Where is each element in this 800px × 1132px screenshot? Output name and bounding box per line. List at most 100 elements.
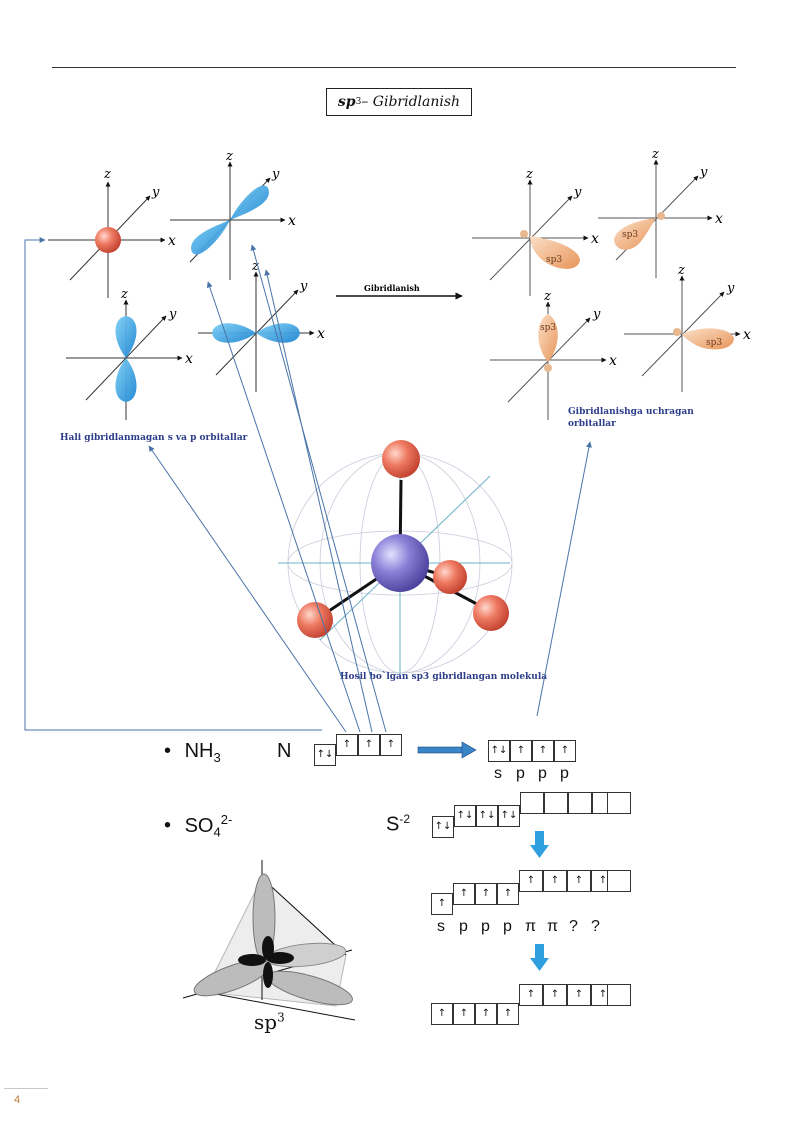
- title-exponent: 3: [355, 97, 362, 107]
- axis-y-label: y: [699, 165, 708, 180]
- axis-y-label: y: [299, 279, 308, 294]
- axis-z-label: z: [651, 147, 659, 162]
- caption-hybridized-2: orbitallar: [568, 419, 616, 429]
- nh3-atom-label: N: [277, 740, 292, 762]
- orbital-box: ↑: [453, 1003, 475, 1025]
- title-sp: sp: [337, 94, 356, 110]
- orbital-box: ↑: [554, 740, 576, 762]
- molecule-ligand-atom-top: [382, 440, 420, 478]
- axis-z-label: z: [120, 287, 128, 302]
- orbital-box: ↑: [453, 883, 475, 905]
- orbital-label: π: [547, 918, 559, 935]
- nh3-orbital-labels: s p p p: [494, 765, 582, 783]
- axis-z-label: z: [677, 263, 685, 278]
- orbital-box: ↑: [567, 870, 591, 892]
- sp3-figure-label-exponent: 3: [277, 1010, 285, 1025]
- axis-x-label: x: [317, 326, 325, 342]
- axis-y-label: y: [271, 167, 280, 182]
- title-text: – Gibridlanish: [361, 94, 461, 110]
- orbital-label: p: [481, 918, 490, 935]
- bullet: •: [164, 740, 172, 762]
- so4-atom: S: [386, 813, 400, 836]
- orbital-box: ↑↓: [476, 805, 498, 827]
- axis-x-label: x: [591, 231, 599, 247]
- nh3-formula-main: NH: [184, 740, 214, 762]
- orbital-label: ?: [569, 918, 578, 935]
- molecule-ligand-atom-back: [433, 560, 467, 594]
- axis-y-label: y: [168, 307, 177, 322]
- orbital-box-empty: [607, 984, 631, 1006]
- orbital-box: ↑: [519, 870, 543, 892]
- orbital-box: ↑↓: [488, 740, 510, 762]
- orbital-label: s: [437, 918, 445, 935]
- sp3-orbital-1-label: sp3: [546, 255, 562, 265]
- orbital-box-empty: [607, 870, 631, 892]
- axis-y-label: y: [592, 307, 601, 322]
- orbital-box: ↑: [497, 1003, 519, 1025]
- orbital-box: ↑: [519, 984, 543, 1006]
- orbital-label: π: [525, 918, 537, 935]
- caption-unhybridized: Hali gibridlanmagan s va p orbitallar: [60, 433, 248, 443]
- orbital-box: ↑: [475, 883, 497, 905]
- s-orbital: [95, 227, 121, 253]
- orbital-box: ↑: [567, 984, 591, 1006]
- sp3-orbital-3-label: sp3: [540, 323, 556, 333]
- so4-atom-label: S-2: [386, 812, 410, 837]
- axis-y-label: y: [726, 281, 735, 296]
- orbital-label: s: [494, 765, 502, 782]
- molecule-central-atom: [371, 534, 429, 592]
- sp3-orbital-2-label: sp3: [622, 230, 638, 240]
- molecule-ligand-atom-right: [473, 595, 509, 631]
- connector-arrows: [24, 237, 592, 733]
- orbital-box: ↑: [431, 893, 453, 915]
- py-orbital: [191, 185, 269, 255]
- orbital-box: ↑: [532, 740, 554, 762]
- axis-x-label: x: [185, 351, 193, 367]
- so4-orbital-labels: s p p p π π ? ?: [437, 918, 613, 936]
- sp3-figure-label: sp3: [254, 1010, 285, 1034]
- px-orbital: [212, 323, 300, 343]
- orbital-box: ↑↓: [498, 805, 520, 827]
- so4-atom-charge: -2: [399, 812, 411, 826]
- orbital-box: ↑: [497, 883, 519, 905]
- orbital-box: ↑↓: [454, 805, 476, 827]
- axis-z-label: z: [543, 289, 551, 304]
- orbital-box: ↑: [543, 870, 567, 892]
- sp3-orbital-2: [614, 218, 656, 250]
- axis-z-label: z: [525, 167, 533, 182]
- orbital-box-empty: [544, 792, 568, 814]
- so4-formula: • SO42-: [164, 812, 232, 840]
- axis-z-label: z: [251, 259, 259, 274]
- orbital-label: ?: [591, 918, 600, 935]
- bullet: •: [164, 814, 172, 837]
- orbital-box-empty: [568, 792, 592, 814]
- axis-x-label: x: [609, 353, 617, 369]
- hybridization-arrow-label: Gibridlanish: [364, 283, 420, 293]
- orbital-box: ↑↓: [314, 744, 336, 766]
- nh3-transform-arrow: [417, 741, 477, 759]
- orbital-box: ↑: [543, 984, 567, 1006]
- sp3-orbital-4: [682, 328, 734, 350]
- nh3-formula-sub: 3: [213, 750, 221, 765]
- axis-y-label: y: [151, 185, 160, 200]
- orbital-box: ↑: [431, 1003, 453, 1025]
- orbital-label: p: [503, 918, 512, 935]
- py-orbital-axes: [170, 161, 286, 280]
- molecule-ligand-atom-left: [297, 602, 333, 638]
- orbital-label: p: [459, 918, 468, 935]
- so4-formula-main: SO: [184, 814, 214, 837]
- so4-formula-sup: 2-: [220, 812, 233, 827]
- pz-orbital: [115, 316, 137, 402]
- orbital-box-empty: [520, 792, 544, 814]
- footer-rule: [4, 1088, 48, 1089]
- orbital-box: ↑: [358, 734, 380, 756]
- axis-z-label: z: [103, 167, 111, 182]
- sp3-orbital-1-axes: [472, 179, 589, 296]
- orbital-box: ↑: [380, 734, 402, 756]
- sp3-orbital-2-back-lobe: [657, 212, 665, 220]
- orbital-box: ↑: [510, 740, 532, 762]
- orbital-label: p: [516, 765, 525, 782]
- axis-x-label: x: [288, 213, 296, 229]
- orbital-label: p: [560, 765, 569, 782]
- orbital-box: ↑: [336, 734, 358, 756]
